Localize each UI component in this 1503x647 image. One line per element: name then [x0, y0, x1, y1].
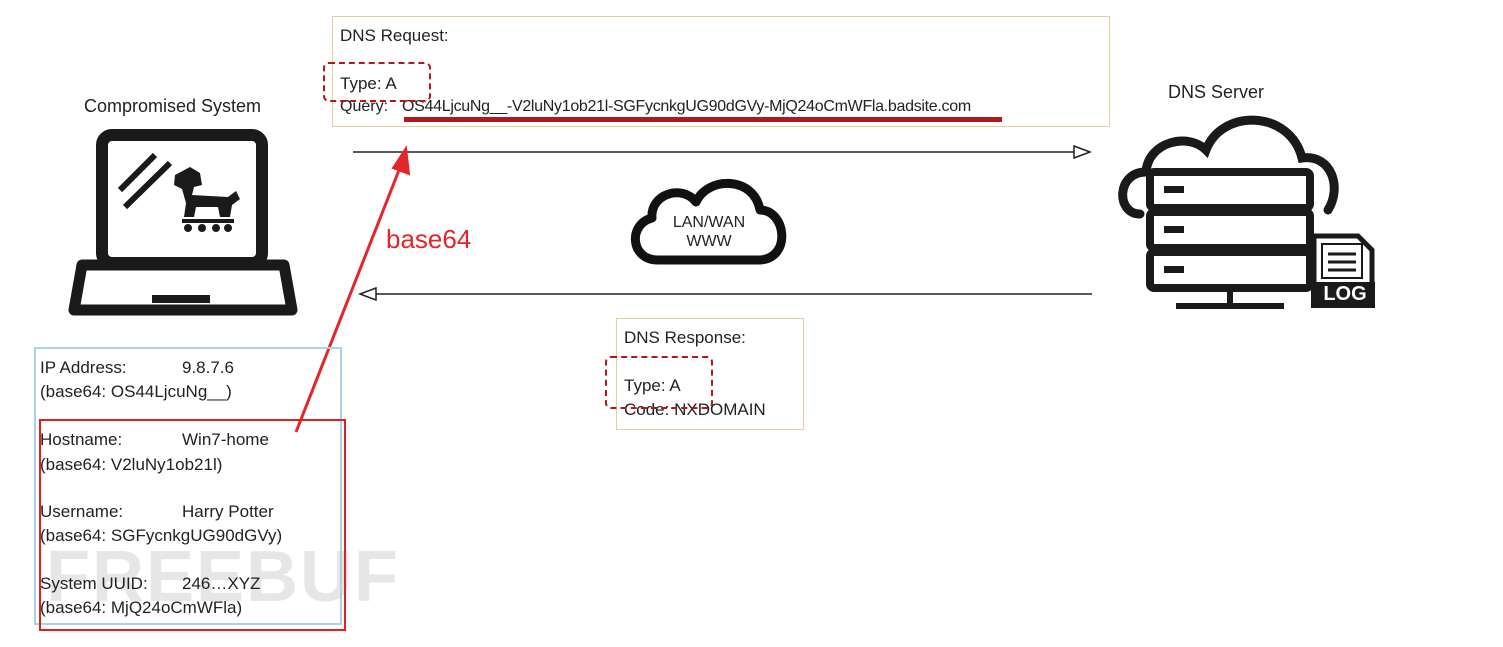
- network-label-line2: WWW: [686, 233, 732, 250]
- dns-request-heading: DNS Request:: [340, 26, 449, 45]
- dns-request-query-label: Query:: [340, 98, 389, 115]
- hostname-base64: (base64: V2luNy1ob21l): [40, 455, 223, 474]
- log-label: LOG: [1323, 283, 1367, 305]
- compromised-system-title: Compromised System: [84, 96, 262, 116]
- request-type-highlight: [323, 62, 431, 102]
- system-info-box: [34, 347, 342, 625]
- dns-response-code: Code: NXDOMAIN: [624, 400, 766, 419]
- uuid-value: 246…XYZ: [182, 574, 261, 593]
- log-file-icon: [1311, 233, 1375, 308]
- hostname-value: Win7-home: [182, 430, 269, 449]
- query-underline: [404, 117, 1002, 122]
- username-base64: (base64: SGFycnkgUG90dGVy): [40, 526, 283, 545]
- username-value: Harry Potter: [182, 502, 274, 521]
- dns-response-heading: DNS Response:: [624, 328, 746, 347]
- hostname-label: Hostname:: [40, 430, 123, 449]
- dns-server-icon: [1118, 115, 1375, 309]
- username-label: Username:: [40, 502, 124, 521]
- response-type-highlight: [605, 356, 713, 409]
- dns-request-type: Type: A: [340, 74, 397, 93]
- trojan-horse-icon: [174, 167, 240, 232]
- uuid-base64: (base64: MjQ24oCmWFla): [40, 598, 243, 617]
- ip-address-label: IP Address:: [40, 358, 127, 377]
- dns-response-type: Type: A: [624, 376, 681, 395]
- network-label: LAN/WAN WWW: [650, 213, 768, 251]
- watermark: FREEBUF: [46, 537, 400, 617]
- network-cloud-icon: [631, 178, 787, 265]
- dns-response-box: [616, 318, 804, 430]
- dns-request-box: [332, 16, 1110, 127]
- network-label-line1: LAN/WAN: [672, 214, 746, 231]
- dns-server-title: DNS Server: [1168, 82, 1265, 102]
- laptop-icon: [68, 129, 298, 316]
- uuid-label: System UUID:: [40, 574, 148, 593]
- ip-address-base64: (base64: OS44LjcuNg__): [40, 382, 232, 401]
- base64-label: base64: [386, 224, 472, 254]
- exfiltrated-data-highlight: [39, 419, 346, 631]
- dns-request-query-value: OS44LjcuNg__-V2luNy1ob21l-SGFycnkgUG90dG…: [402, 98, 971, 115]
- ip-address-value: 9.8.7.6: [182, 358, 234, 377]
